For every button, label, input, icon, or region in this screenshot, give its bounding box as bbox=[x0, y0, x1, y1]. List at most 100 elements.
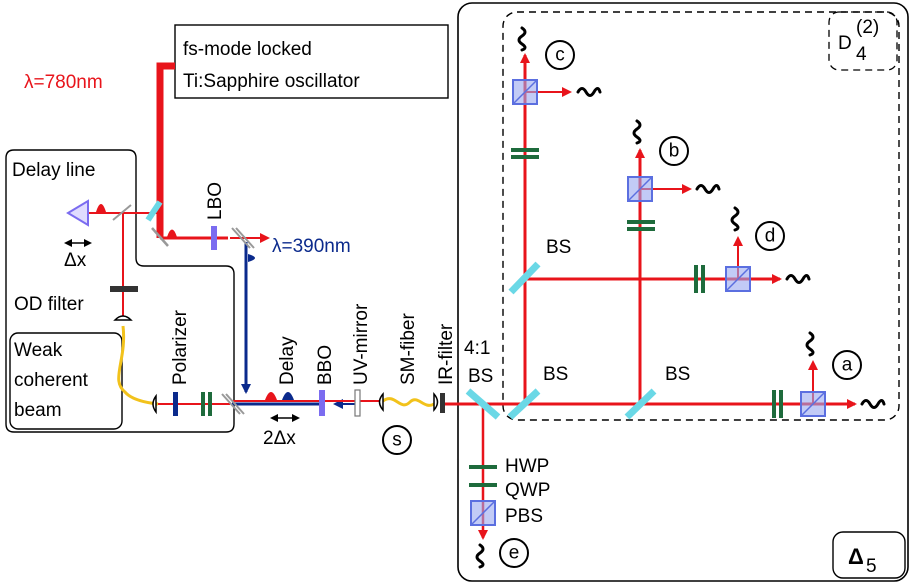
lbo-crystal bbox=[211, 226, 217, 250]
weak-label-line1: Weak bbox=[14, 340, 63, 361]
detector-e-circle bbox=[499, 538, 529, 568]
waveplate-src-1 bbox=[201, 392, 205, 416]
detector-squiggle-e bbox=[475, 543, 485, 569]
hwp-label: HWP bbox=[505, 456, 549, 477]
dichroic-1b bbox=[235, 227, 255, 249]
pulse-uv bbox=[248, 254, 255, 262]
wavelength-ir-label: λ=780nm bbox=[24, 72, 103, 93]
detector-squiggle-d-right bbox=[785, 274, 811, 284]
bs-main bbox=[507, 388, 541, 420]
detector-squiggle-c-top bbox=[517, 26, 527, 52]
qwp-label: QWP bbox=[505, 480, 550, 501]
od-filter bbox=[110, 286, 138, 292]
delta5-enclosure bbox=[457, 2, 909, 582]
wp-b-1 bbox=[627, 220, 655, 224]
delay-mirror-top bbox=[145, 200, 163, 222]
ir-filter-label: IR-filter bbox=[436, 323, 457, 385]
delay-mirror-2 bbox=[112, 204, 132, 221]
bs-right-label: BS bbox=[665, 364, 690, 385]
delay-line-label: Delay line bbox=[12, 160, 95, 181]
bs-4to1 bbox=[465, 388, 501, 420]
pulse-blue-2 bbox=[282, 392, 294, 400]
detector-squiggle-d-top bbox=[730, 206, 740, 232]
two-delta-x-label: 2Δx bbox=[263, 428, 296, 449]
laser-label-line2: Ti:Sapphire oscillator bbox=[183, 71, 360, 92]
detector-e-label: e bbox=[509, 543, 520, 564]
delta5-symbol: Δ bbox=[848, 544, 864, 569]
weak-label-line3: beam bbox=[14, 400, 62, 421]
delta5-subscript: 5 bbox=[866, 556, 877, 577]
pbs-a bbox=[800, 391, 826, 417]
detector-d-circle bbox=[755, 221, 785, 251]
wp-a-2 bbox=[779, 390, 783, 418]
bs-upper-label: BS bbox=[546, 237, 571, 258]
detector-squiggle-b-top bbox=[632, 119, 642, 145]
delay-return-beam bbox=[85, 212, 124, 282]
sm-fiber-label: SM-fiber bbox=[398, 313, 419, 385]
delay-label: Delay bbox=[277, 336, 298, 385]
pulse-main bbox=[167, 229, 177, 237]
detector-b-circle bbox=[659, 136, 689, 166]
bbo-crystal bbox=[319, 390, 325, 416]
bs-4to1-label: BS bbox=[468, 366, 493, 387]
d4-label-box bbox=[828, 11, 898, 71]
laser-output-beam bbox=[156, 62, 175, 238]
sm-fiber bbox=[382, 397, 435, 407]
fiber-lens-in bbox=[378, 392, 384, 412]
weak-fiber bbox=[117, 325, 159, 406]
detector-squiggle-c-right bbox=[576, 87, 602, 97]
combiner-mirror bbox=[221, 393, 241, 415]
d4-subscript: 4 bbox=[856, 44, 867, 65]
detector-c-label: c bbox=[555, 45, 565, 66]
detector-squiggle-a-right bbox=[860, 399, 886, 409]
od-filter-label: OD filter bbox=[14, 294, 84, 315]
main-mirror bbox=[151, 227, 169, 247]
source-enclosure bbox=[5, 149, 235, 433]
detector-s-circle bbox=[382, 425, 412, 455]
d4-dashed-enclosure bbox=[502, 11, 900, 421]
detector-a-circle bbox=[832, 350, 862, 380]
wp-e-2 bbox=[469, 483, 497, 487]
wp-c-2 bbox=[511, 155, 539, 159]
weak-beam-box bbox=[9, 332, 123, 430]
delta5-label-box bbox=[832, 531, 906, 579]
detector-squiggle-b-right bbox=[695, 184, 721, 194]
detector-d-label: d bbox=[765, 226, 776, 247]
pulse-delay bbox=[96, 204, 106, 212]
combiner-mirror-b bbox=[225, 393, 245, 415]
polarizer bbox=[173, 392, 178, 416]
wp-b-2 bbox=[627, 227, 655, 231]
pbs-c bbox=[512, 79, 538, 105]
laser-box bbox=[174, 24, 449, 99]
ratio-label: 4:1 bbox=[464, 338, 490, 359]
wavelength-uv-label: λ=390nm bbox=[272, 236, 351, 257]
waveplate-src-2 bbox=[208, 392, 212, 416]
wp-c-1 bbox=[511, 148, 539, 152]
dichroic-1 bbox=[231, 227, 251, 249]
weak-label-line2: coherent bbox=[14, 370, 89, 391]
d4-superscript: (2) bbox=[856, 17, 879, 38]
fiber-lens-out bbox=[433, 392, 439, 412]
od-lens bbox=[113, 315, 133, 321]
laser-label-line1: fs-mode locked bbox=[183, 39, 312, 60]
pbs-b bbox=[627, 176, 653, 202]
detector-s-label: s bbox=[392, 430, 402, 451]
bs-right bbox=[624, 388, 657, 420]
uv-mirror bbox=[354, 389, 361, 417]
bbo-label: BBO bbox=[315, 345, 336, 385]
wp-e-1 bbox=[469, 465, 497, 469]
pbs-d bbox=[725, 266, 751, 292]
wp-d-1 bbox=[694, 265, 698, 293]
bs-upper bbox=[508, 261, 541, 295]
retroreflector bbox=[66, 199, 89, 227]
d4-symbol: D bbox=[838, 33, 852, 54]
pbs-label: PBS bbox=[505, 506, 543, 527]
wp-d-2 bbox=[701, 265, 705, 293]
weak-lens bbox=[152, 393, 157, 415]
detector-a-label: a bbox=[842, 355, 853, 376]
polarizer-label: Polarizer bbox=[170, 309, 191, 385]
wp-a-1 bbox=[772, 390, 776, 418]
delta-x-label: Δx bbox=[64, 250, 87, 271]
detector-squiggle-a-top bbox=[805, 331, 815, 357]
